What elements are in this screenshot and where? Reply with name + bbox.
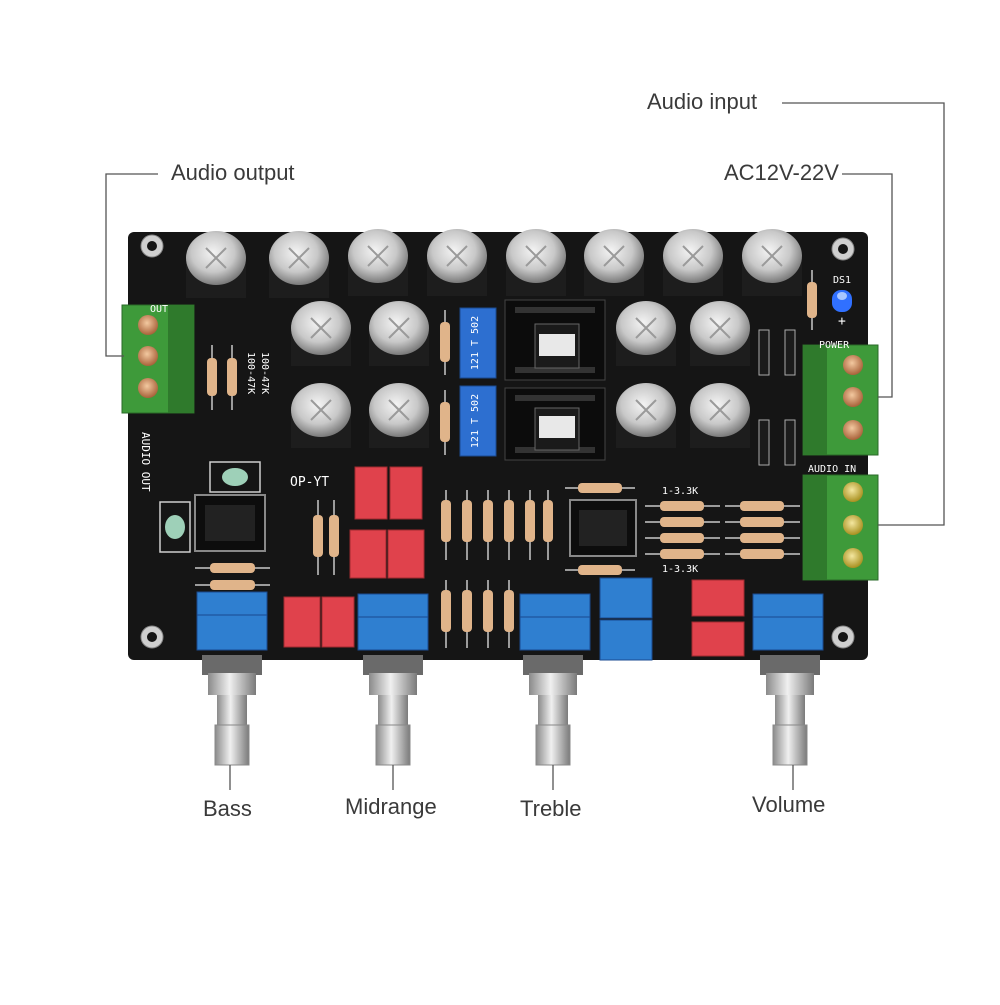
silk-res-a: 100-47K: [245, 352, 256, 394]
capacitors-lower: [291, 301, 750, 448]
leader-lines: [105, 102, 945, 790]
blue-capacitors: [599, 577, 653, 661]
trimmer-code-a: 121 T 502: [470, 316, 481, 370]
label-midrange: Midrange: [345, 794, 437, 819]
silk-power: POWER: [819, 340, 850, 351]
silk-res-range-bottom: 1-3.3K: [662, 564, 698, 575]
terminal-audio-in: [802, 474, 879, 581]
label-bass: Bass: [203, 796, 252, 821]
leader-audio-input: [782, 102, 945, 526]
label-audio-output: Audio output: [171, 160, 295, 185]
label-treble: Treble: [520, 796, 582, 821]
silk-op-yt: OP-YT: [290, 475, 329, 490]
ceramic-parts: [159, 461, 261, 553]
silk-res-range-top: 1-3.3K: [662, 486, 698, 497]
power-led: [832, 290, 852, 312]
silk-ds1: DS1: [833, 275, 851, 286]
leader-audio-output: [105, 173, 158, 357]
potentiometer-shafts: [202, 655, 820, 766]
diodes: [758, 329, 796, 466]
silk-audio-out: AUDIO OUT: [139, 432, 152, 492]
capacitors-top-row: [186, 229, 802, 298]
op-amp-ics: [194, 494, 637, 557]
mounting-holes: [140, 234, 855, 649]
label-power-input: AC12V-22V: [724, 160, 839, 185]
silk-out: OUT: [150, 304, 168, 315]
leader-power: [842, 173, 893, 398]
resistors: [195, 270, 817, 648]
silk-plus: +: [838, 314, 846, 329]
terminal-power: [802, 344, 879, 456]
terminal-audio-out: [121, 304, 195, 414]
silk-res-b: 100-47K: [259, 352, 270, 394]
label-volume: Volume: [752, 792, 826, 817]
film-capacitors: [283, 466, 745, 657]
trimmer-code-b: 121 T 502: [470, 394, 481, 448]
silk-audio-in: AUDIO IN: [808, 464, 856, 475]
silkscreen-labels: AUDIO OUT OUT OP-YT POWER AUDIO IN DS1 +…: [139, 275, 856, 575]
trimmer-potentiometers: 121 T 502 121 T 502: [459, 307, 497, 457]
voltage-regulators: [504, 299, 606, 461]
label-audio-input: Audio input: [647, 89, 758, 114]
potentiometer-bodies: [196, 591, 824, 651]
